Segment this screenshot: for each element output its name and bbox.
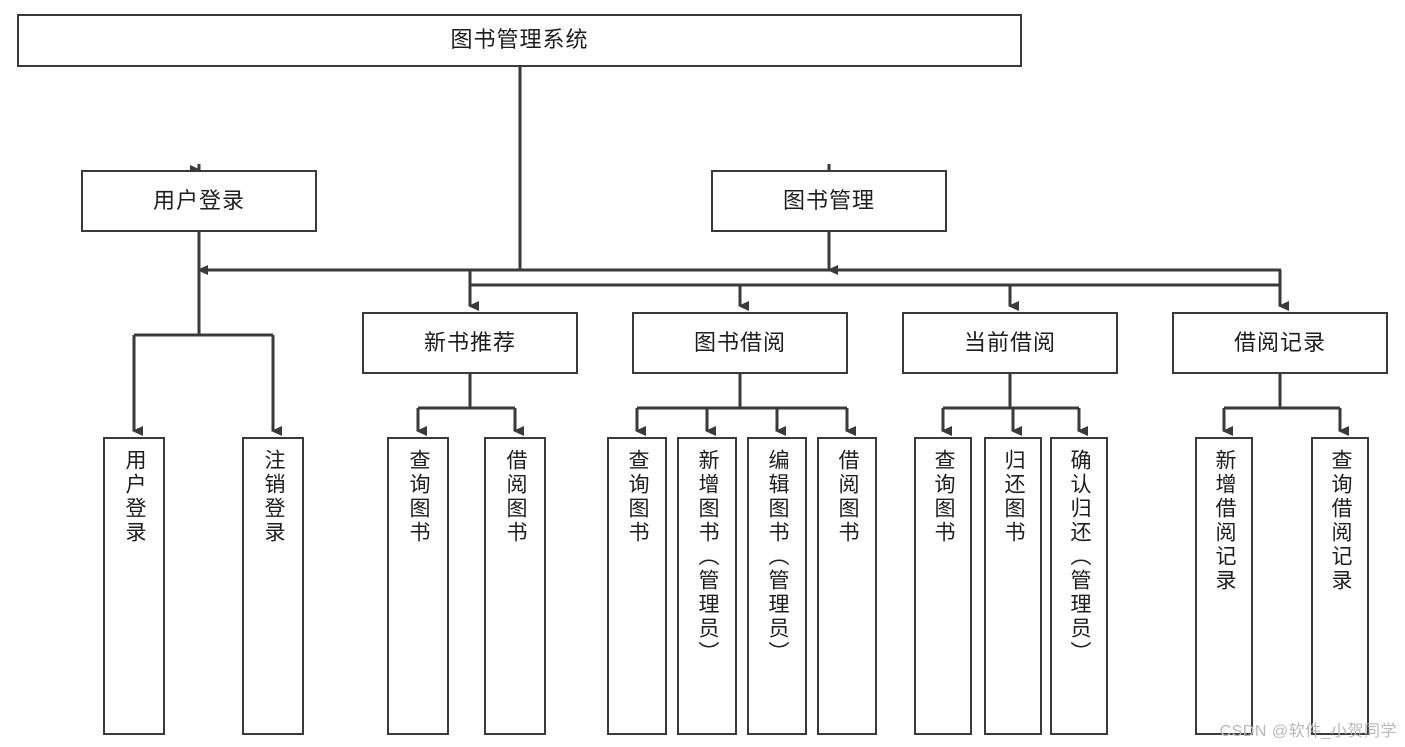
leaf-borrow-edit-book[interactable]: 编辑图书（管理员） bbox=[747, 437, 807, 735]
node-book-borrow-label: 图书借阅 bbox=[693, 329, 786, 355]
leaf-borrow-query-book[interactable]: 查询图书 bbox=[607, 437, 667, 735]
leaf-record-query-record-label: 查询借阅记录 bbox=[1329, 449, 1353, 593]
node-root-label: 图书管理系统 bbox=[450, 27, 589, 53]
leaf-record-query-record[interactable]: 查询借阅记录 bbox=[1311, 437, 1369, 735]
node-new-book-recommend[interactable]: 新书推荐 bbox=[362, 312, 578, 374]
node-borrow-record-label: 借阅记录 bbox=[1233, 329, 1326, 355]
node-book-manage-label: 图书管理 bbox=[782, 187, 875, 213]
leaf-current-return-book-label: 归还图书 bbox=[1002, 449, 1026, 545]
leaf-user-logout[interactable]: 注销登录 bbox=[242, 437, 304, 735]
leaf-borrow-borrow-book[interactable]: 借阅图书 bbox=[817, 437, 877, 735]
leaf-user-login-label: 用户登录 bbox=[123, 449, 147, 545]
leaf-newbook-borrow-book-label: 借阅图书 bbox=[504, 449, 528, 545]
node-new-book-recommend-label: 新书推荐 bbox=[423, 329, 516, 355]
leaf-current-confirm-return[interactable]: 确认归还（管理员） bbox=[1050, 437, 1108, 735]
node-user-login-label: 用户登录 bbox=[152, 187, 245, 213]
leaf-current-query-book-label: 查询图书 bbox=[932, 449, 956, 545]
leaf-newbook-query-book-label: 查询图书 bbox=[407, 449, 431, 545]
leaf-user-login[interactable]: 用户登录 bbox=[103, 437, 165, 735]
node-current-borrow-label: 当前借阅 bbox=[963, 329, 1056, 355]
node-user-login[interactable]: 用户登录 bbox=[81, 170, 317, 232]
leaf-current-confirm-return-label: 确认归还（管理员） bbox=[1068, 449, 1092, 665]
node-root[interactable]: 图书管理系统 bbox=[17, 14, 1022, 67]
leaf-borrow-add-book[interactable]: 新增图书（管理员） bbox=[677, 437, 737, 735]
leaf-newbook-borrow-book[interactable]: 借阅图书 bbox=[484, 437, 546, 735]
leaf-borrow-edit-book-label: 编辑图书（管理员） bbox=[766, 449, 790, 665]
leaf-current-return-book[interactable]: 归还图书 bbox=[984, 437, 1042, 735]
leaf-borrow-borrow-book-label: 借阅图书 bbox=[836, 449, 860, 545]
node-book-manage[interactable]: 图书管理 bbox=[711, 170, 947, 232]
leaf-record-add-record[interactable]: 新增借阅记录 bbox=[1195, 437, 1253, 735]
node-borrow-record[interactable]: 借阅记录 bbox=[1172, 312, 1388, 374]
leaf-borrow-query-book-label: 查询图书 bbox=[626, 449, 650, 545]
leaf-borrow-add-book-label: 新增图书（管理员） bbox=[696, 449, 720, 665]
node-current-borrow[interactable]: 当前借阅 bbox=[902, 312, 1118, 374]
leaf-record-add-record-label: 新增借阅记录 bbox=[1213, 449, 1237, 593]
leaf-current-query-book[interactable]: 查询图书 bbox=[914, 437, 972, 735]
node-book-borrow[interactable]: 图书借阅 bbox=[632, 312, 848, 374]
leaf-newbook-query-book[interactable]: 查询图书 bbox=[387, 437, 449, 735]
leaf-user-logout-label: 注销登录 bbox=[262, 449, 286, 545]
